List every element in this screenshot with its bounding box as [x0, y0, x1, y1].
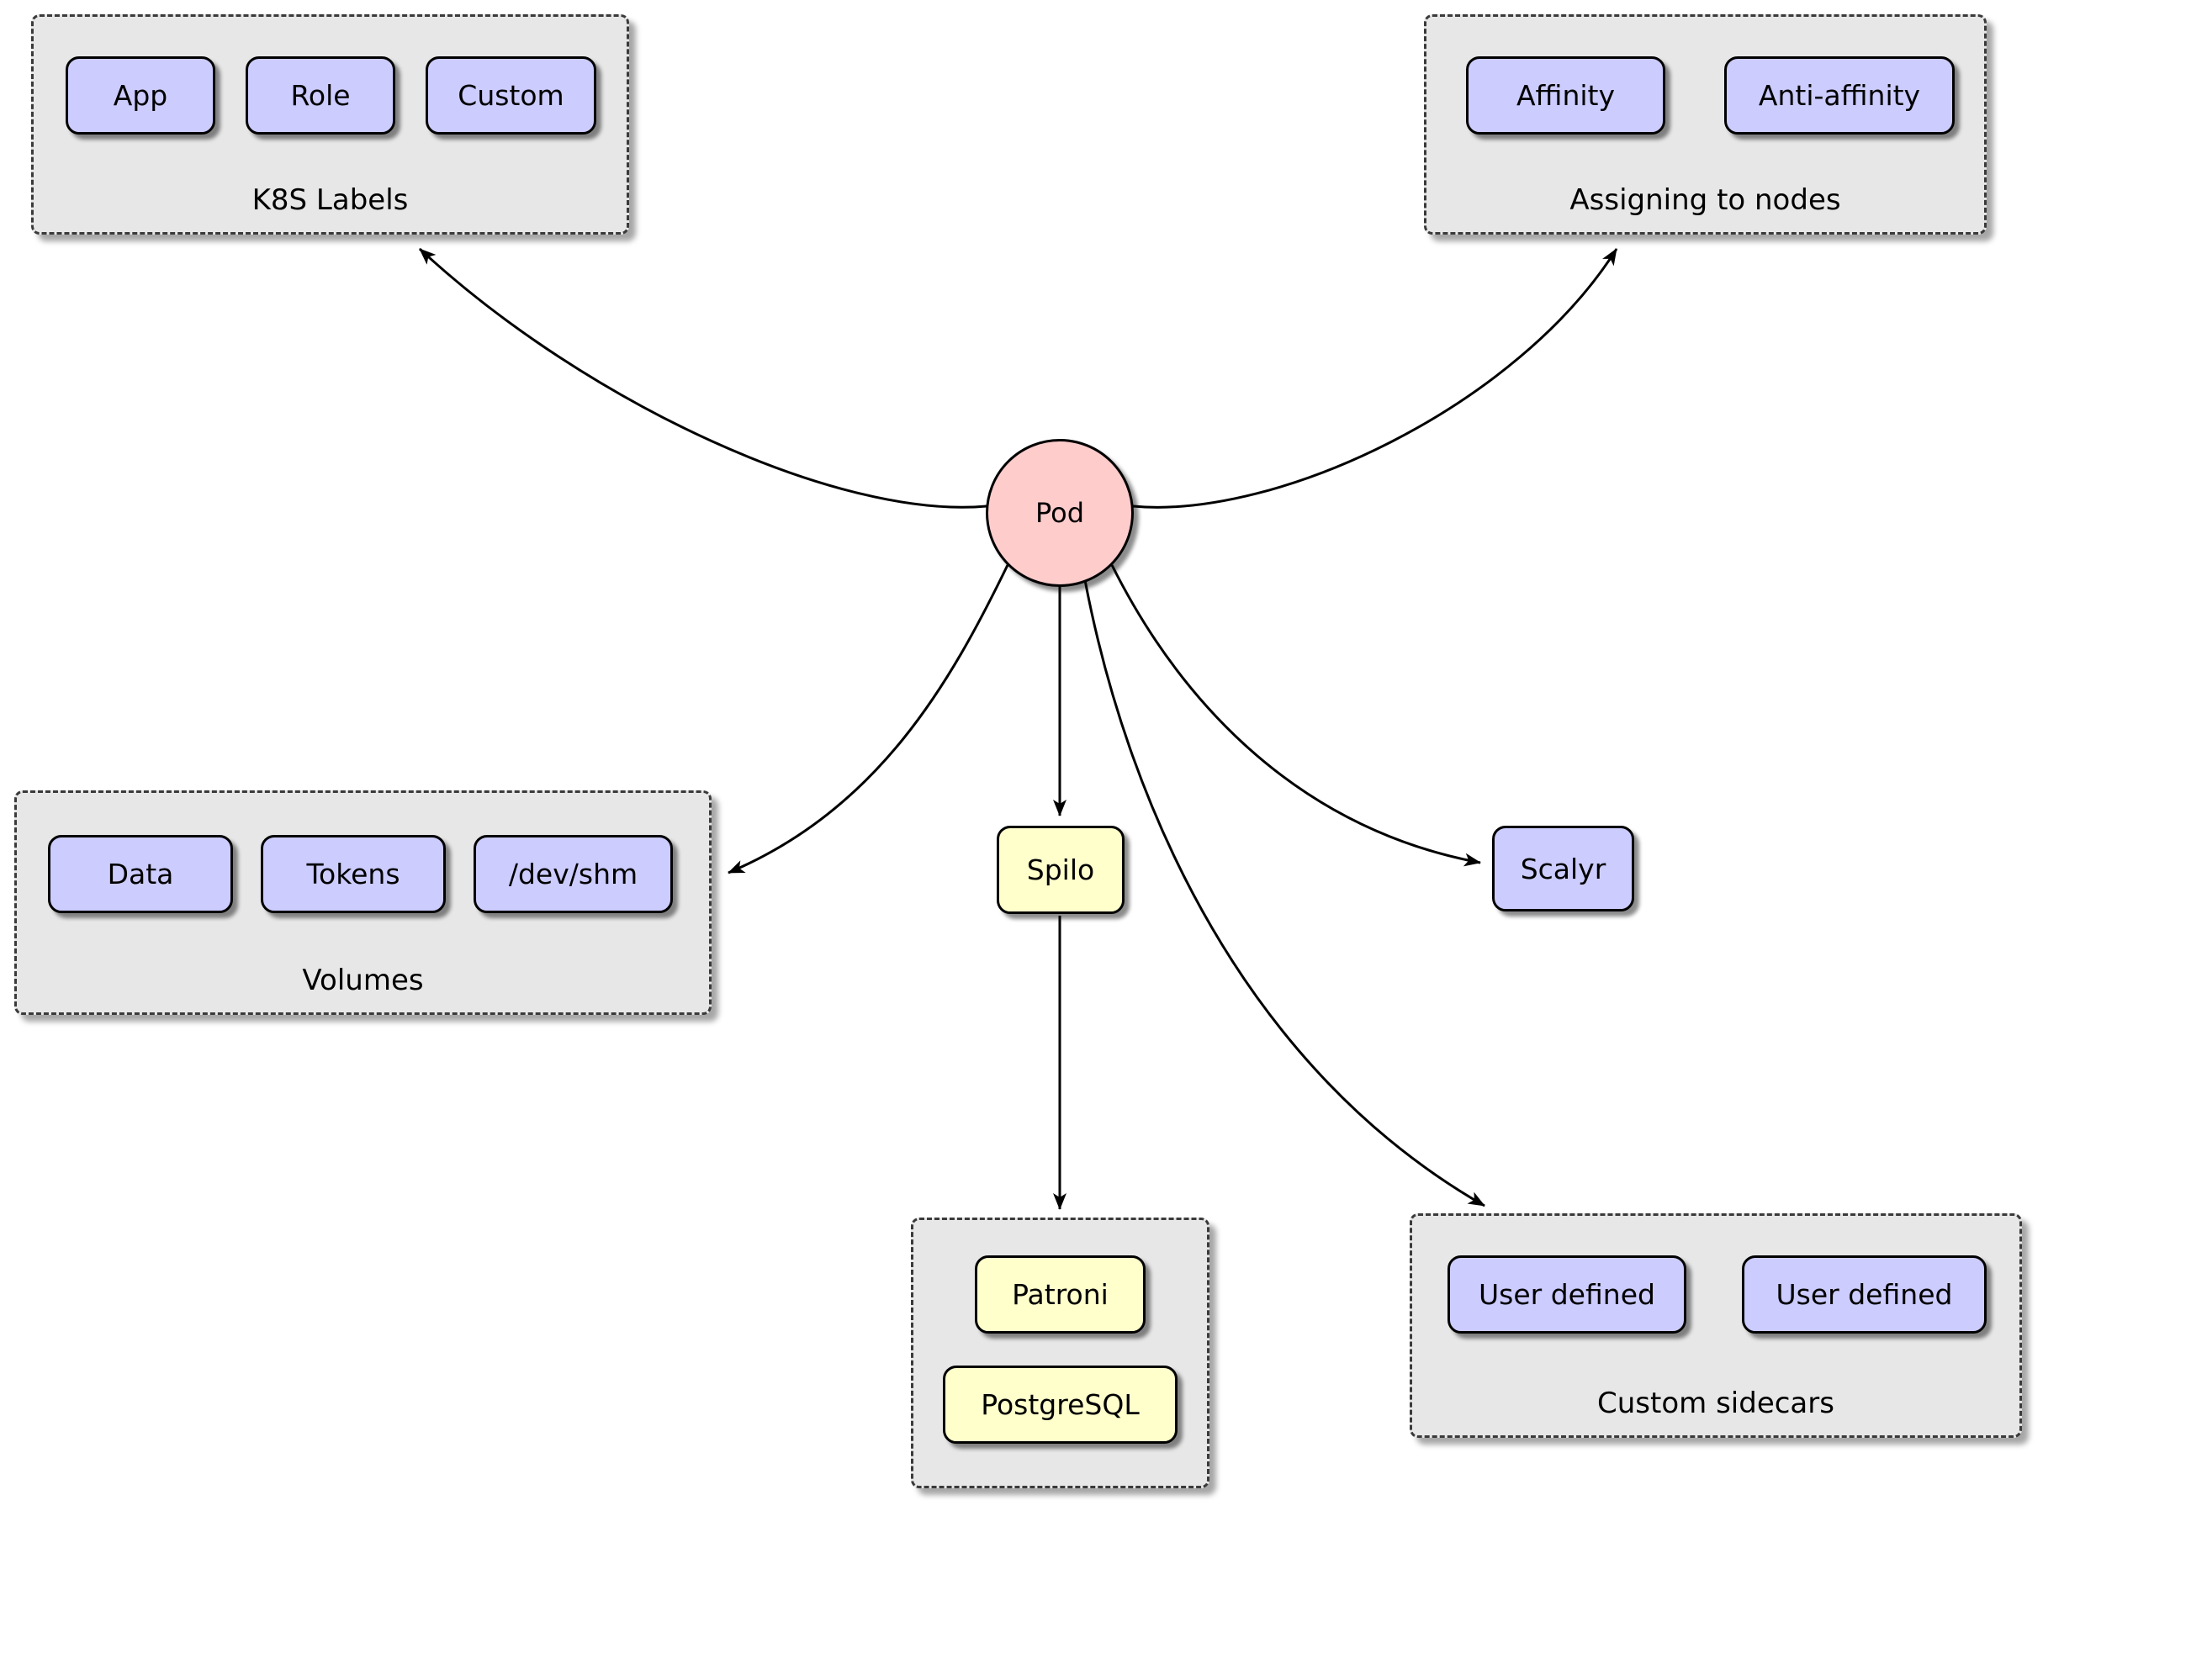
group-assigning-to-nodes-title: Assigning to nodes — [1569, 183, 1841, 217]
node-data: Data — [48, 835, 233, 913]
node-postgresql-label: PostgreSQL — [981, 1388, 1140, 1421]
node-pod-label: Pod — [1035, 497, 1085, 529]
node-app-label: App — [113, 79, 168, 112]
node-scalyr: Scalyr — [1492, 826, 1634, 911]
node-user-defined-2: User defined — [1742, 1255, 1987, 1334]
node-role: Role — [246, 56, 395, 135]
node-pod: Pod — [986, 439, 1134, 587]
node-patroni-label: Patroni — [1012, 1278, 1109, 1311]
node-patroni: Patroni — [975, 1255, 1146, 1334]
node-app: App — [66, 56, 215, 135]
node-postgresql: PostgreSQL — [943, 1366, 1178, 1444]
node-tokens: Tokens — [261, 835, 446, 913]
node-affinity-label: Affinity — [1516, 79, 1616, 112]
node-user-defined-2-label: User defined — [1776, 1278, 1953, 1311]
arrow-pod-to-scalyr — [1110, 564, 1481, 867]
node-custom: Custom — [426, 56, 596, 135]
node-affinity: Affinity — [1466, 56, 1665, 135]
node-custom-label: Custom — [458, 79, 564, 112]
group-volumes: Data Tokens /dev/shm Volumes — [14, 790, 712, 1015]
node-dev-shm-label: /dev/shm — [508, 858, 638, 890]
arrow-pod-to-assigning-to-nodes — [1132, 248, 1618, 509]
group-custom-sidecars: User defined User defined Custom sidecar… — [1410, 1213, 2022, 1438]
arrow-pod-to-custom-sidecars — [1083, 579, 1485, 1207]
node-spilo-label: Spilo — [1026, 853, 1095, 886]
arrow-pod-to-k8s-labels — [418, 247, 987, 509]
group-custom-sidecars-title: Custom sidecars — [1597, 1387, 1834, 1420]
group-volumes-title: Volumes — [302, 964, 424, 997]
node-user-defined-1-label: User defined — [1479, 1278, 1655, 1311]
group-assigning-to-nodes: Affinity Anti-affinity Assigning to node… — [1424, 14, 1987, 235]
group-patroni-postgresql: Patroni PostgreSQL — [911, 1218, 1209, 1488]
group-k8s-labels-title: K8S Labels — [251, 183, 409, 217]
node-user-defined-1: User defined — [1448, 1255, 1686, 1334]
node-anti-affinity: Anti-affinity — [1724, 56, 1955, 135]
node-data-label: Data — [107, 858, 174, 890]
node-anti-affinity-label: Anti-affinity — [1758, 79, 1921, 112]
node-role-label: Role — [290, 79, 351, 112]
node-scalyr-label: Scalyr — [1520, 852, 1606, 885]
node-dev-shm: /dev/shm — [474, 835, 673, 913]
arrow-pod-to-volumes — [728, 564, 1009, 874]
group-k8s-labels: App Role Custom K8S Labels — [31, 14, 629, 235]
node-tokens-label: Tokens — [306, 858, 400, 890]
node-spilo: Spilo — [997, 826, 1125, 914]
